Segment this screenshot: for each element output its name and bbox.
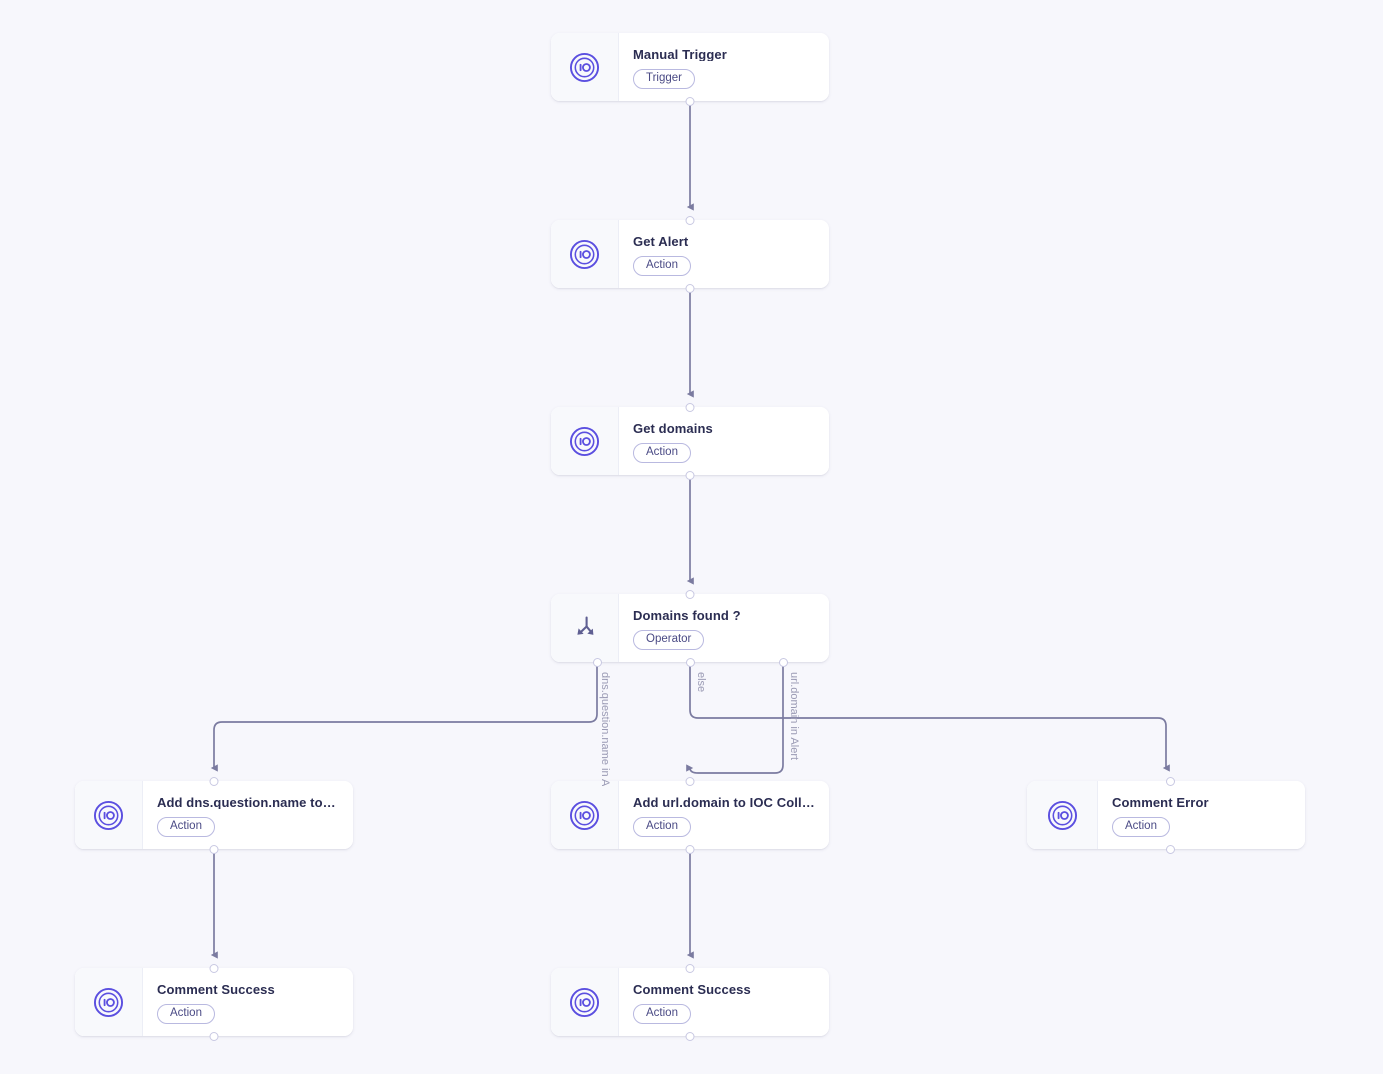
- node-handle-bottom[interactable]: [209, 844, 219, 854]
- node-comment-success-mid[interactable]: Comment Success Action: [551, 963, 829, 1041]
- node-add-url-domain[interactable]: Add url.domain to IOC Collection Action: [551, 776, 829, 854]
- node-icon-panel: [551, 220, 619, 288]
- io-circle-icon: [569, 239, 600, 269]
- node-handle-top[interactable]: [685, 963, 695, 973]
- io-circle-icon: [569, 52, 600, 82]
- node-handle-top[interactable]: [685, 776, 695, 786]
- node-handle-bottom[interactable]: [685, 96, 695, 106]
- node-icon-panel: [75, 968, 143, 1036]
- node-handle-bottom-else[interactable]: [685, 657, 695, 667]
- node-icon-panel: [1027, 781, 1098, 849]
- node-comment-success-left[interactable]: Comment Success Action: [75, 963, 353, 1041]
- node-badge: Action: [157, 1003, 215, 1024]
- node-get-domains[interactable]: Get domains Action: [551, 402, 829, 480]
- node-handle-bottom[interactable]: [685, 844, 695, 854]
- node-handle-top[interactable]: [685, 402, 695, 412]
- edge-label-clip-url: url.domain in Alert: [787, 672, 803, 786]
- node-handle-bottom[interactable]: [685, 470, 695, 480]
- io-circle-icon: [569, 426, 600, 456]
- node-title: Add url.domain to IOC Collection: [633, 795, 815, 809]
- node-badge: Trigger: [633, 68, 695, 89]
- node-comment-error[interactable]: Comment Error Action: [1027, 776, 1305, 854]
- io-circle-icon: [569, 987, 600, 1017]
- node-add-dns-question-name[interactable]: Add dns.question.name to IOC … Action: [75, 776, 353, 854]
- io-circle-icon: [93, 987, 124, 1017]
- node-title: Comment Success: [633, 982, 751, 996]
- edge-operator-to-dns: [210, 662, 598, 772]
- node-handle-bottom-url[interactable]: [778, 657, 788, 667]
- node-icon-panel: [551, 33, 619, 101]
- edge-label-clip-else: else: [694, 672, 710, 786]
- node-icon-panel: [551, 781, 619, 849]
- node-handle-top[interactable]: [685, 215, 695, 225]
- node-handle-bottom-dns[interactable]: [592, 657, 602, 667]
- node-badge: Action: [157, 816, 215, 837]
- node-title: Add dns.question.name to IOC …: [157, 795, 339, 809]
- node-icon-panel: [551, 594, 619, 662]
- io-circle-icon: [569, 800, 600, 830]
- io-circle-icon: [93, 800, 124, 830]
- node-handle-top[interactable]: [685, 589, 695, 599]
- node-badge: Action: [633, 816, 691, 837]
- branch-split-icon: [576, 616, 593, 635]
- node-title: Manual Trigger: [633, 47, 727, 61]
- node-manual-trigger[interactable]: Manual Trigger Trigger: [551, 33, 829, 106]
- node-title: Domains found ?: [633, 608, 741, 622]
- node-title: Comment Success: [157, 982, 275, 996]
- node-badge: Action: [633, 1003, 691, 1024]
- node-icon-panel: [551, 968, 619, 1036]
- node-handle-top[interactable]: [209, 963, 219, 973]
- node-badge: Action: [633, 442, 691, 463]
- node-title: Get Alert: [633, 234, 689, 248]
- node-handle-top[interactable]: [1166, 776, 1175, 786]
- node-badge: Action: [1112, 816, 1170, 837]
- node-icon-panel: [75, 781, 143, 849]
- node-handle-top[interactable]: [209, 776, 219, 786]
- edge-label-clip-dns: dns.question.name in Ale: [598, 672, 614, 786]
- node-domains-found[interactable]: Domains found ? Operator: [551, 589, 829, 667]
- io-circle-icon: [1047, 800, 1077, 830]
- edge-label-url: url.domain in Alert: [788, 672, 800, 761]
- node-handle-bottom[interactable]: [1166, 844, 1175, 854]
- node-handle-bottom[interactable]: [209, 1031, 219, 1041]
- node-title: Get domains: [633, 421, 713, 435]
- node-title: Comment Error: [1112, 795, 1209, 809]
- edge-operator-to-comment-error: [689, 662, 1170, 772]
- edge-label-dns: dns.question.name in Ale: [599, 672, 611, 786]
- node-handle-bottom[interactable]: [685, 283, 695, 293]
- edge-operator-to-url-domain: [686, 662, 784, 774]
- node-get-alert[interactable]: Get Alert Action: [551, 215, 829, 293]
- edge-label-else: else: [695, 672, 707, 693]
- node-badge: Operator: [633, 629, 705, 650]
- node-icon-panel: [551, 407, 619, 475]
- node-handle-bottom[interactable]: [685, 1031, 695, 1041]
- node-badge: Action: [633, 255, 691, 276]
